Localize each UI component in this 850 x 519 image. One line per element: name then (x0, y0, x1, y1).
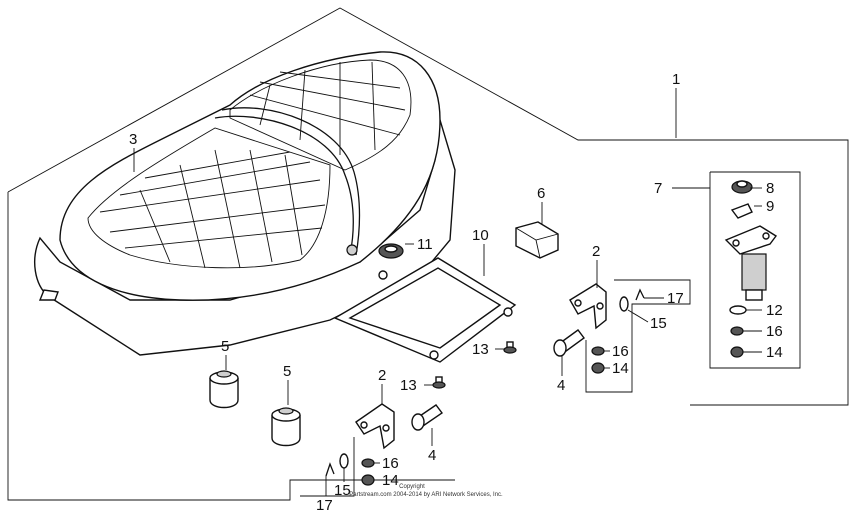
callout-5a: 5 (221, 338, 229, 355)
callout-5b: 5 (283, 363, 291, 380)
callout-12: 12 (766, 302, 783, 319)
nut-14b (591, 362, 605, 374)
bolt-13a (503, 341, 517, 354)
callout-15b: 15 (334, 482, 351, 499)
tray-10 (333, 257, 517, 363)
bolt-4b (411, 404, 443, 431)
leader-lines (133, 88, 762, 496)
bolt-13b (432, 376, 446, 389)
rubber-block-6 (515, 221, 559, 259)
callout-1: 1 (672, 71, 680, 88)
rubber-cushion-5b (271, 407, 301, 447)
callout-16b: 16 (612, 343, 629, 360)
callout-14a: 14 (766, 344, 783, 361)
copyright-line-1: Copyright (399, 484, 425, 490)
nut-14a (730, 346, 744, 358)
seat-cushion (59, 51, 441, 301)
callout-9: 9 (766, 198, 774, 215)
callout-2a: 2 (592, 243, 600, 260)
assembly-outline (7, 7, 849, 501)
seat-hook (38, 289, 59, 301)
callout-13a: 13 (472, 341, 489, 358)
rubber-cushion-5a (209, 370, 239, 409)
washer-15b (339, 453, 349, 469)
callout-3: 3 (129, 131, 137, 148)
bolt-4a (553, 329, 585, 357)
callout-6: 6 (537, 185, 545, 202)
seat-assembly (34, 51, 456, 356)
callout-17b: 17 (316, 497, 333, 514)
seat-lock-7 (724, 180, 778, 358)
seat-quilt-rear (229, 59, 412, 171)
callout-15a: 15 (650, 315, 667, 332)
callout-14b: 14 (612, 360, 629, 377)
washer-15a (619, 296, 629, 312)
washer-16b (591, 346, 605, 356)
pin-subassembly-box-lower (300, 437, 355, 497)
callout-2b: 2 (378, 367, 386, 384)
seat-quilt-front (87, 127, 331, 269)
callout-11: 11 (417, 236, 433, 253)
pin-subassembly-box (585, 279, 691, 393)
callout-13b: 13 (400, 377, 417, 394)
callout-4b: 4 (428, 447, 436, 464)
callout-4a: 4 (557, 377, 565, 394)
hinge-2b (355, 403, 395, 450)
hinge-2a (569, 283, 607, 330)
callout-7: 7 (654, 180, 662, 197)
pin-17b (325, 462, 335, 477)
seat-quilt-lines (99, 61, 406, 269)
washer-16c (361, 458, 375, 468)
washer-12 (729, 305, 747, 315)
washer-16a (730, 326, 744, 336)
callout-labels: 1 2 2 3 4 4 5 5 6 7 8 9 10 11 12 13 13 1… (129, 71, 783, 514)
lock-assembly-box (709, 171, 801, 369)
pin-17a (635, 288, 645, 301)
lock-clip-9 (730, 203, 753, 219)
callout-16a: 16 (766, 323, 783, 340)
callout-14c: 14 (382, 472, 399, 489)
seat-rivet (346, 244, 358, 256)
nut-14c (361, 474, 375, 486)
callout-10: 10 (472, 227, 489, 244)
copyright-notice: Copyright Partstream.com 2004-2014 by AR… (349, 484, 503, 498)
callout-8: 8 (766, 180, 774, 197)
copyright-line-2: Partstream.com 2004-2014 by ARI Network … (349, 492, 503, 498)
seat-strap (214, 115, 354, 256)
callout-16c: 16 (382, 455, 399, 472)
callout-17a: 17 (667, 290, 684, 307)
